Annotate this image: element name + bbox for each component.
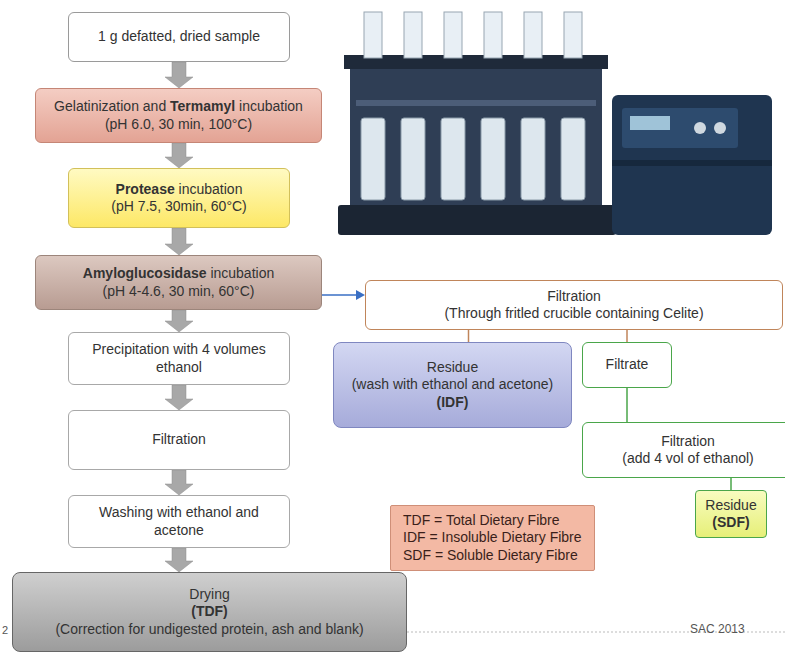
node-text: (Correction for undigested protein, ash … — [55, 621, 363, 639]
tube — [404, 12, 422, 58]
connector — [322, 294, 357, 296]
extraction-unit — [338, 12, 616, 235]
process-box: Washing with ethanol and acetone — [68, 495, 290, 548]
connector — [165, 548, 193, 572]
node-text: Filtration — [152, 431, 206, 449]
glass-tubes — [364, 12, 582, 58]
connector — [730, 478, 732, 490]
process-box: Gelatinization and Termamyl incubation(p… — [35, 88, 322, 143]
node-text: Precipitation with 4 volumes ethanol — [77, 341, 281, 376]
process-box: Filtration(Through fritled crucible cont… — [365, 280, 783, 330]
node-text: (add 4 vol of ethanol) — [622, 450, 754, 468]
connector — [165, 470, 193, 495]
flask — [481, 118, 505, 200]
housing-seam — [612, 160, 772, 166]
result-box: Drying(TDF)(Correction for undigested pr… — [12, 572, 407, 652]
display — [630, 116, 670, 130]
node-text: (pH 7.5, 30min, 60°C) — [111, 198, 247, 216]
connector — [165, 385, 193, 410]
knob — [714, 122, 726, 134]
tube — [524, 12, 542, 58]
node-text: Protease incubation — [116, 181, 243, 199]
node-text: (pH 4-4.6, 30 min, 60°C) — [103, 283, 255, 301]
process-box: Filtration(add 4 vol of ethanol) — [582, 422, 785, 478]
flasks — [361, 118, 585, 200]
control-panel — [622, 108, 738, 148]
connector — [468, 330, 469, 342]
flask — [561, 118, 585, 200]
node-text: (wash with ethanol and acetone) — [352, 376, 554, 394]
control-housing — [612, 95, 772, 235]
connector — [165, 310, 193, 332]
node-text: Gelatinization and Termamyl incubation — [54, 98, 303, 116]
connector — [165, 143, 193, 168]
result-box: Residue(SDF) — [695, 490, 767, 538]
process-box: Precipitation with 4 volumes ethanol — [68, 332, 290, 385]
connector — [731, 478, 732, 490]
connector — [165, 310, 193, 332]
node-text: Filtration — [547, 288, 601, 306]
node-text: Amyloglucosidase incubation — [83, 265, 274, 283]
node-text: IDF = Insoluble Dietary Fibre — [403, 529, 582, 547]
node-text: Filtration — [661, 433, 715, 451]
node-text: (pH 6.0, 30 min, 100°C) — [105, 116, 252, 134]
control-unit — [612, 95, 772, 235]
connector — [165, 548, 193, 572]
tube — [484, 12, 502, 58]
connector — [627, 330, 628, 342]
node-text: 1 g defatted, dried sample — [98, 28, 260, 46]
node-text: Residue — [705, 497, 756, 515]
connector — [165, 228, 193, 255]
abbreviation-box: TDF = Total Dietary FibreIDF = Insoluble… — [390, 505, 595, 571]
result-box: Residue(wash with ethanol and acetone)(I… — [333, 342, 572, 428]
tube — [444, 12, 462, 58]
connector — [165, 470, 193, 495]
tube — [564, 12, 582, 58]
process-box: Filtrate — [582, 342, 672, 388]
connector — [322, 290, 365, 300]
knob — [694, 122, 706, 134]
node-text: SDF = Soluble Dietary Fibre — [403, 547, 578, 565]
connector — [165, 62, 193, 88]
footer-text: SAC 2013 — [690, 622, 745, 636]
rack-base — [338, 205, 616, 235]
rack-panel — [350, 62, 602, 210]
connector — [165, 385, 193, 410]
node-text: Drying — [189, 586, 229, 604]
connector — [165, 143, 193, 168]
connector — [356, 290, 365, 300]
connector — [626, 330, 628, 342]
flask — [361, 118, 385, 200]
connector — [165, 62, 193, 88]
node-text: (SDF) — [712, 514, 749, 532]
connector — [165, 228, 193, 255]
node-text: (Through fritled crucible containing Cel… — [444, 305, 703, 323]
node-text: TDF = Total Dietary Fibre — [403, 512, 560, 530]
tube — [364, 12, 382, 58]
connector — [627, 388, 628, 422]
node-text: Residue — [427, 359, 478, 377]
flask — [401, 118, 425, 200]
sample-box: 1 g defatted, dried sample — [68, 12, 290, 62]
connector — [626, 388, 628, 422]
process-box: Filtration — [68, 410, 290, 470]
flask — [521, 118, 545, 200]
rack-rail — [356, 100, 596, 106]
node-text: Filtrate — [606, 356, 649, 374]
node-text: (TDF) — [191, 603, 228, 621]
node-text: Washing with ethanol and acetone — [77, 504, 281, 539]
node-text: (IDF) — [437, 394, 469, 412]
process-box: Amyloglucosidase incubation(pH 4-4.6, 30… — [35, 255, 322, 310]
flask — [441, 118, 465, 200]
connector — [468, 330, 470, 342]
page-number: 2 — [2, 624, 8, 636]
process-box: Protease incubation(pH 7.5, 30min, 60°C) — [68, 168, 290, 228]
